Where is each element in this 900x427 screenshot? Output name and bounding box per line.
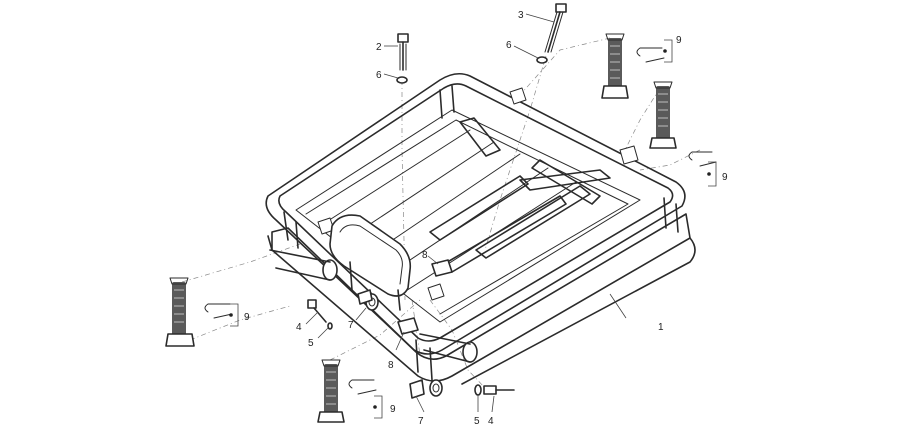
- callout-8-bottom: 8: [388, 360, 394, 371]
- callout-5-bottom: 5: [474, 416, 480, 427]
- callout-9-left: 9: [244, 312, 250, 323]
- callout-2: 2: [376, 42, 382, 53]
- callout-9-bottom: 9: [390, 404, 396, 415]
- hook-pin-icon: [204, 47, 717, 395]
- strap-assembly-left: [165, 277, 195, 347]
- callout-7-left: 7: [348, 320, 354, 331]
- cargo-rack-frame: [265, 72, 696, 385]
- callout-labels: 1 2 3 4 4 5 5 6 6 7 7 8 8 9 9 9 9: [244, 10, 728, 427]
- backrest-pad: [329, 214, 412, 311]
- strap-assembly-bottom: [317, 359, 345, 423]
- callout-6-top-right: 6: [506, 40, 512, 51]
- callout-5-left: 5: [308, 338, 314, 349]
- washer-icon: [327, 56, 548, 396]
- callout-8-top: 8: [422, 250, 428, 261]
- callout-7-bottom: 7: [418, 416, 424, 427]
- clip-nut-icon: [357, 259, 453, 399]
- callout-leaders: [229, 13, 717, 419]
- callout-3: 3: [518, 10, 524, 21]
- callout-9-top: 9: [676, 35, 682, 46]
- callout-1: 1: [658, 322, 664, 333]
- callout-4-left: 4: [296, 322, 302, 333]
- strap-assembly-top-a: [601, 33, 629, 99]
- callout-6-top-left: 6: [376, 70, 382, 81]
- strap-assembly-top-b: [649, 81, 677, 149]
- bolt-icon: [307, 3, 567, 395]
- callout-9-right: 9: [722, 172, 728, 183]
- callout-4-bottom: 4: [488, 416, 494, 427]
